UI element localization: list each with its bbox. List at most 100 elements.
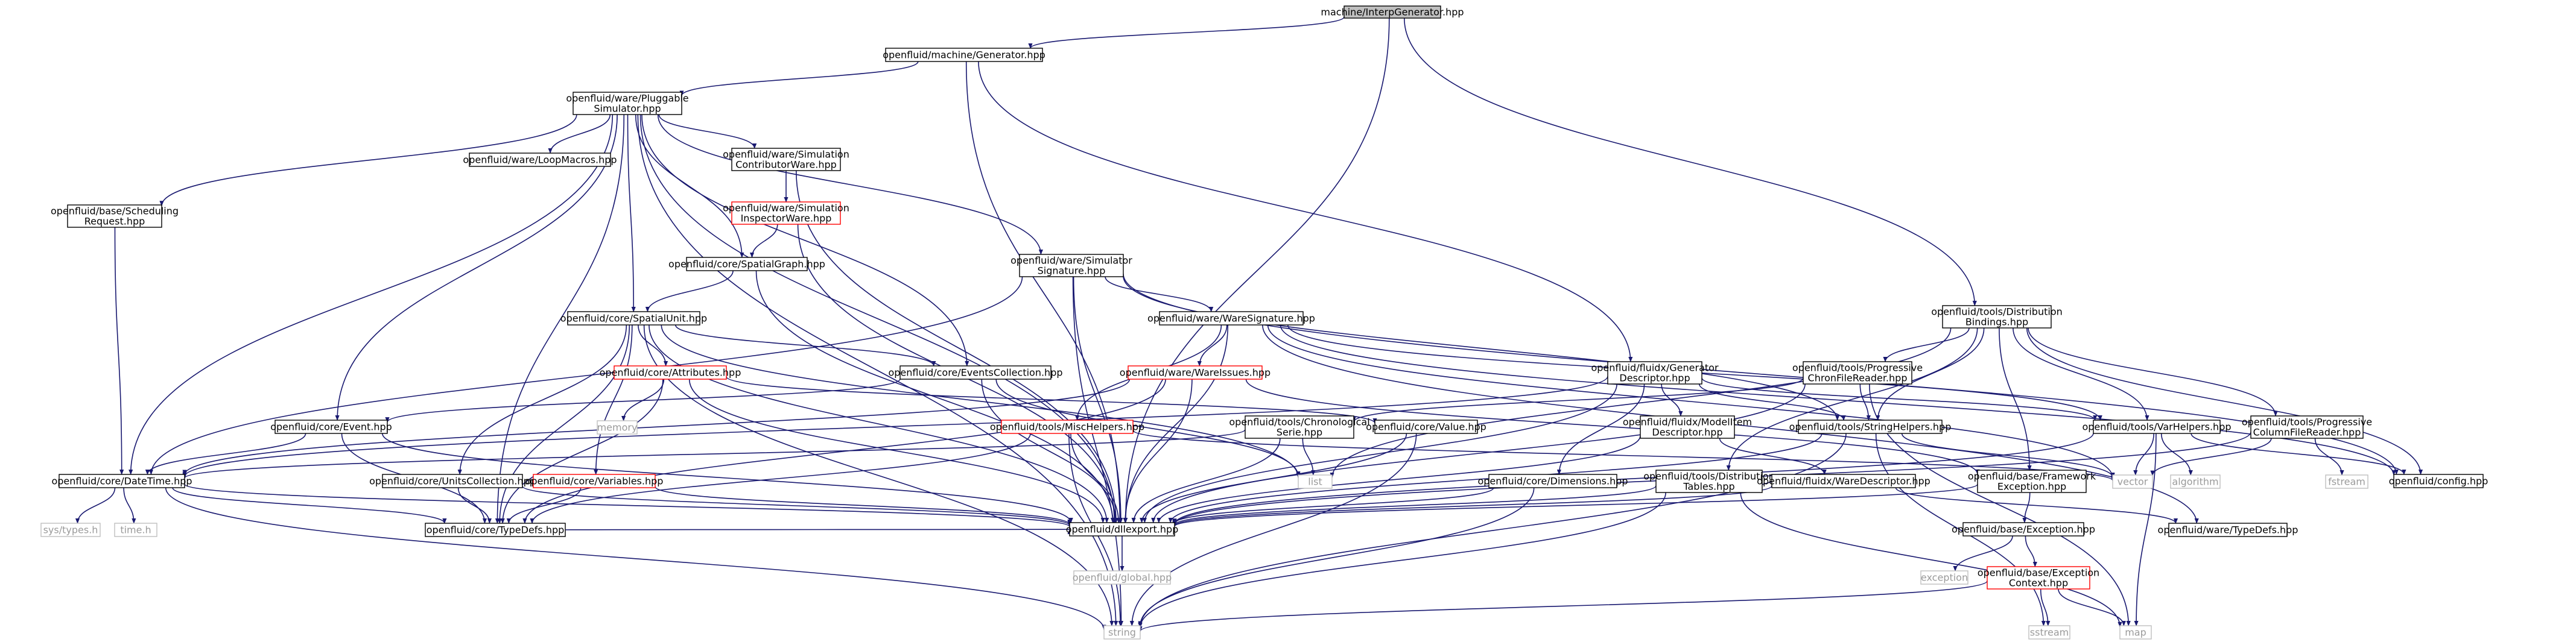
node-map-box — [2119, 625, 2152, 640]
edge-plug-to-evcoll — [641, 114, 969, 367]
node-value[interactable]: openfluid/core/Value.hpp — [1366, 420, 1486, 434]
node-config-box — [2393, 474, 2484, 488]
edge-datetime-to-typedefs — [172, 487, 447, 524]
node-fwexc-box — [1977, 470, 2087, 493]
node-chrono[interactable]: openfluid/tools/ProgressiveChronFileRead… — [1792, 361, 1923, 385]
node-baseexc[interactable]: openfluid/base/Exception.hpp — [1952, 522, 2095, 537]
edge-modelitem-to-dllexport — [1156, 435, 1641, 523]
edge-baseexc-to-exception — [1953, 535, 2013, 571]
node-typedefs[interactable]: openfluid/core/TypeDefs.hpp — [425, 523, 566, 537]
node-gendesc-label: Descriptor.hpp — [1619, 373, 1690, 384]
node-sgraph[interactable]: openfluid/core/SpatialGraph.hpp — [668, 257, 825, 271]
edge-event-to-datetime — [145, 433, 306, 475]
node-sstream-box — [2028, 625, 2070, 640]
edge-gendesc-to-dllexport — [1142, 383, 1617, 523]
node-contrib[interactable]: openfluid/ware/SimulationContributorWare… — [723, 148, 849, 171]
node-map-label: map — [2125, 627, 2146, 638]
edge-root-to-distb — [1404, 17, 1977, 306]
node-gen[interactable]: openfluid/machine/Generator.hpp — [883, 48, 1045, 62]
node-excctx-label: openfluid/base/Exception — [1978, 567, 2099, 579]
node-chrono-box — [1803, 361, 1912, 385]
node-dllexport[interactable]: openfluid/dllexport.hpp — [1066, 522, 1179, 537]
edge-gendesc-to-modelitem — [1661, 383, 1683, 417]
node-waredesc[interactable]: openfluid/fluidx/WareDescriptor.hpp — [1757, 474, 1930, 488]
edge-distb-to-list — [1330, 327, 1952, 479]
node-colreader-label: openfluid/tools/Progressive — [2242, 417, 2372, 428]
node-sunit-label: openfluid/core/SpatialUnit.hpp — [560, 313, 707, 324]
node-vars[interactable]: openfluid/core/Variables.hpp — [525, 474, 664, 488]
node-inspect[interactable]: openfluid/ware/SimulationInspectorWare.h… — [723, 201, 849, 225]
node-waretypes-box — [2168, 523, 2288, 537]
node-waretypes[interactable]: openfluid/ware/TypeDefs.hpp — [2158, 523, 2298, 537]
node-strhelp[interactable]: openfluid/tools/StringHelpers.hpp — [1789, 420, 1952, 434]
node-strhelp-label: openfluid/tools/StringHelpers.hpp — [1789, 421, 1952, 433]
node-evcoll[interactable]: openfluid/core/EventsCollection.hpp — [888, 365, 1063, 380]
node-root[interactable]: machine/InterpGenerator.hpp — [1321, 5, 1464, 19]
node-varhelp[interactable]: openfluid/tools/VarHelpers.hpp — [2082, 420, 2232, 434]
node-attrs[interactable]: openfluid/core/Attributes.hpp — [600, 365, 741, 380]
edge-gendesc-to-dims — [1556, 383, 1645, 475]
node-units[interactable]: openfluid/core/UnitsCollection.hpp — [369, 474, 536, 488]
edge-sunit-to-list — [661, 324, 1301, 479]
node-vars-box — [533, 474, 656, 488]
node-modelitem-label: Descriptor.hpp — [1652, 427, 1722, 438]
node-chronser-label: Serie.hpp — [1277, 427, 1322, 438]
edge-misc-to-dllexport — [1070, 433, 1121, 523]
edge-sunit-to-vars — [594, 324, 633, 475]
edge-disttab-to-string — [1138, 492, 1666, 629]
node-plug-box — [573, 92, 682, 115]
node-colreader[interactable]: openfluid/tools/ProgressiveColumnFileRea… — [2242, 415, 2372, 439]
edge-strhelp-to-vector — [1901, 433, 2115, 478]
node-sunit[interactable]: openfluid/core/SpatialUnit.hpp — [560, 311, 707, 326]
edge-waresig-to-vector — [1267, 324, 2115, 479]
node-evcoll-label: openfluid/core/EventsCollection.hpp — [888, 367, 1062, 379]
node-vector-label: vector — [2118, 476, 2148, 488]
node-simsig-label: Signature.hpp — [1038, 265, 1106, 277]
node-fstream-box — [2325, 474, 2368, 489]
edge-typedefs-to-dllexport — [565, 529, 1070, 533]
node-dims[interactable]: openfluid/core/Dimensions.hpp — [1477, 474, 1628, 488]
node-systypes: sys/types.h — [40, 523, 101, 537]
node-baseexc-box — [1962, 522, 2084, 537]
edge-fwexc-to-dllexport — [1172, 483, 1978, 527]
edge-wareiss-to-datetime — [182, 379, 1131, 476]
edge-sched-to-datetime — [114, 227, 124, 475]
node-attrs-box — [614, 365, 727, 380]
node-loop[interactable]: openfluid/ware/LoopMacros.hpp — [463, 153, 617, 167]
edge-colreader-to-vector — [2150, 438, 2272, 476]
edge-strhelp-to-string — [1138, 433, 1847, 628]
edge-simsig-to-string — [1072, 276, 1124, 626]
edge-sgraph-to-dllexport — [755, 270, 1115, 523]
node-datetime[interactable]: openfluid/core/DateTime.hpp — [51, 474, 192, 488]
node-config[interactable]: openfluid/config.hpp — [2389, 474, 2489, 488]
edge-evcoll-to-dllexport — [981, 379, 1118, 523]
edge-vars-to-typedefs — [506, 487, 582, 524]
edge-excctx-to-string — [1138, 580, 1988, 632]
edge-chrono-to-strhelp — [1859, 383, 1871, 421]
node-event[interactable]: openfluid/core/Event.hpp — [270, 420, 392, 434]
node-misc[interactable]: openfluid/tools/MiscHelpers.hpp — [990, 420, 1144, 434]
node-loop-box — [469, 153, 611, 167]
edge-gen-to-plug — [679, 61, 919, 96]
node-string: string — [1103, 625, 1141, 640]
edge-varhelp-to-algorithm — [2160, 433, 2193, 476]
edge-datetime-to-string — [165, 487, 1106, 631]
node-disttab-label: openfluid/tools/Distribution — [1643, 471, 1775, 482]
edge-plug-to-loop — [548, 114, 611, 154]
node-timeh-box — [114, 523, 157, 537]
node-timeh-label: time.h — [120, 524, 151, 536]
node-wareiss[interactable]: openfluid/ware/WareIssues.hpp — [1120, 365, 1271, 380]
node-root-box — [1344, 5, 1441, 19]
node-waresig[interactable]: openfluid/ware/WareSignature.hpp — [1147, 311, 1315, 326]
